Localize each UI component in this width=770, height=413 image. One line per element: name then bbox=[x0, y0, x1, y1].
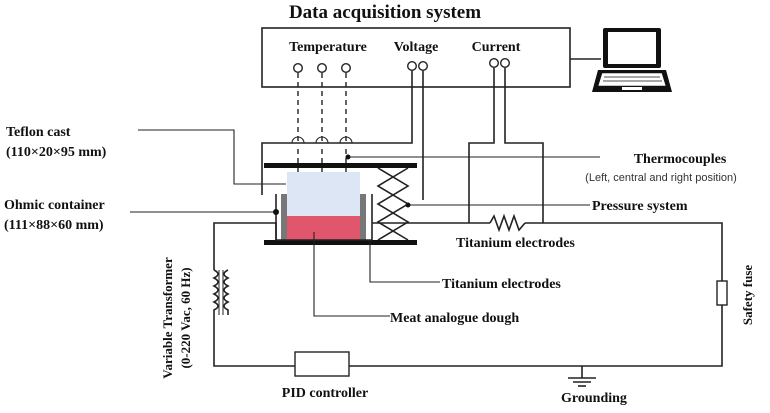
pressure-plate-top bbox=[264, 163, 417, 168]
pid-controller-label: PID controller bbox=[282, 386, 368, 401]
daq-temperature-label: Temperature bbox=[289, 40, 367, 55]
meat-dough-label: Meat analogue dough bbox=[390, 311, 519, 326]
pid-controller-box bbox=[294, 351, 350, 377]
laptop-icon bbox=[592, 28, 672, 92]
safety-fuse-label: Safety fuse bbox=[740, 265, 755, 326]
safety-fuse-icon bbox=[716, 280, 728, 306]
teflon-cast-dims: (110×20×95 mm) bbox=[6, 145, 107, 160]
annotation-leaders bbox=[130, 129, 600, 317]
variable-transformer-icon bbox=[212, 269, 230, 315]
pressure-system-label: Pressure system bbox=[592, 199, 688, 214]
main-circuit bbox=[213, 222, 723, 367]
current-terminals bbox=[489, 58, 511, 69]
daq-box bbox=[261, 27, 571, 88]
voltage-terminals bbox=[407, 61, 429, 72]
teflon-cast-label: Teflon cast bbox=[6, 125, 71, 140]
daq-current-label: Current bbox=[472, 40, 521, 55]
titanium-electrodes-bottom-label: Titanium electrodes bbox=[442, 277, 561, 292]
current-wires bbox=[468, 68, 544, 223]
titanium-electrode-left bbox=[281, 194, 287, 240]
variable-transformer-label: Variable Transformer bbox=[160, 257, 175, 379]
temperature-terminals bbox=[293, 63, 352, 74]
variable-transformer-spec: (0-220 Vac, 60 Hz) bbox=[178, 267, 193, 368]
titanium-electrode-right bbox=[360, 194, 366, 240]
titanium-electrodes-top-label: Titanium electrodes bbox=[456, 236, 575, 251]
daq-voltage-label: Voltage bbox=[394, 40, 439, 55]
voltage-wires bbox=[261, 71, 424, 200]
pressure-spring bbox=[376, 167, 410, 241]
ohmic-container bbox=[275, 172, 373, 241]
grounding-label: Grounding bbox=[561, 391, 627, 406]
pressure-marker bbox=[405, 202, 411, 208]
ohmic-container-dims: (111×88×60 mm) bbox=[4, 218, 104, 233]
ohmic-container-marker bbox=[273, 209, 279, 215]
thermocouple-marker bbox=[345, 154, 351, 160]
ohmic-container-label: Ohmic container bbox=[4, 198, 105, 213]
meat-analogue-dough bbox=[287, 216, 360, 240]
ground-icon bbox=[568, 366, 596, 387]
diagram-title: Data acquisition system bbox=[289, 2, 481, 23]
thermocouples-note: (Left, central and right position) bbox=[585, 172, 737, 184]
thermocouples-label: Thermocouples bbox=[634, 152, 727, 167]
pressure-plate-bottom bbox=[264, 240, 417, 245]
current-shunt-resistor bbox=[489, 213, 526, 233]
teflon-cast bbox=[287, 172, 360, 216]
